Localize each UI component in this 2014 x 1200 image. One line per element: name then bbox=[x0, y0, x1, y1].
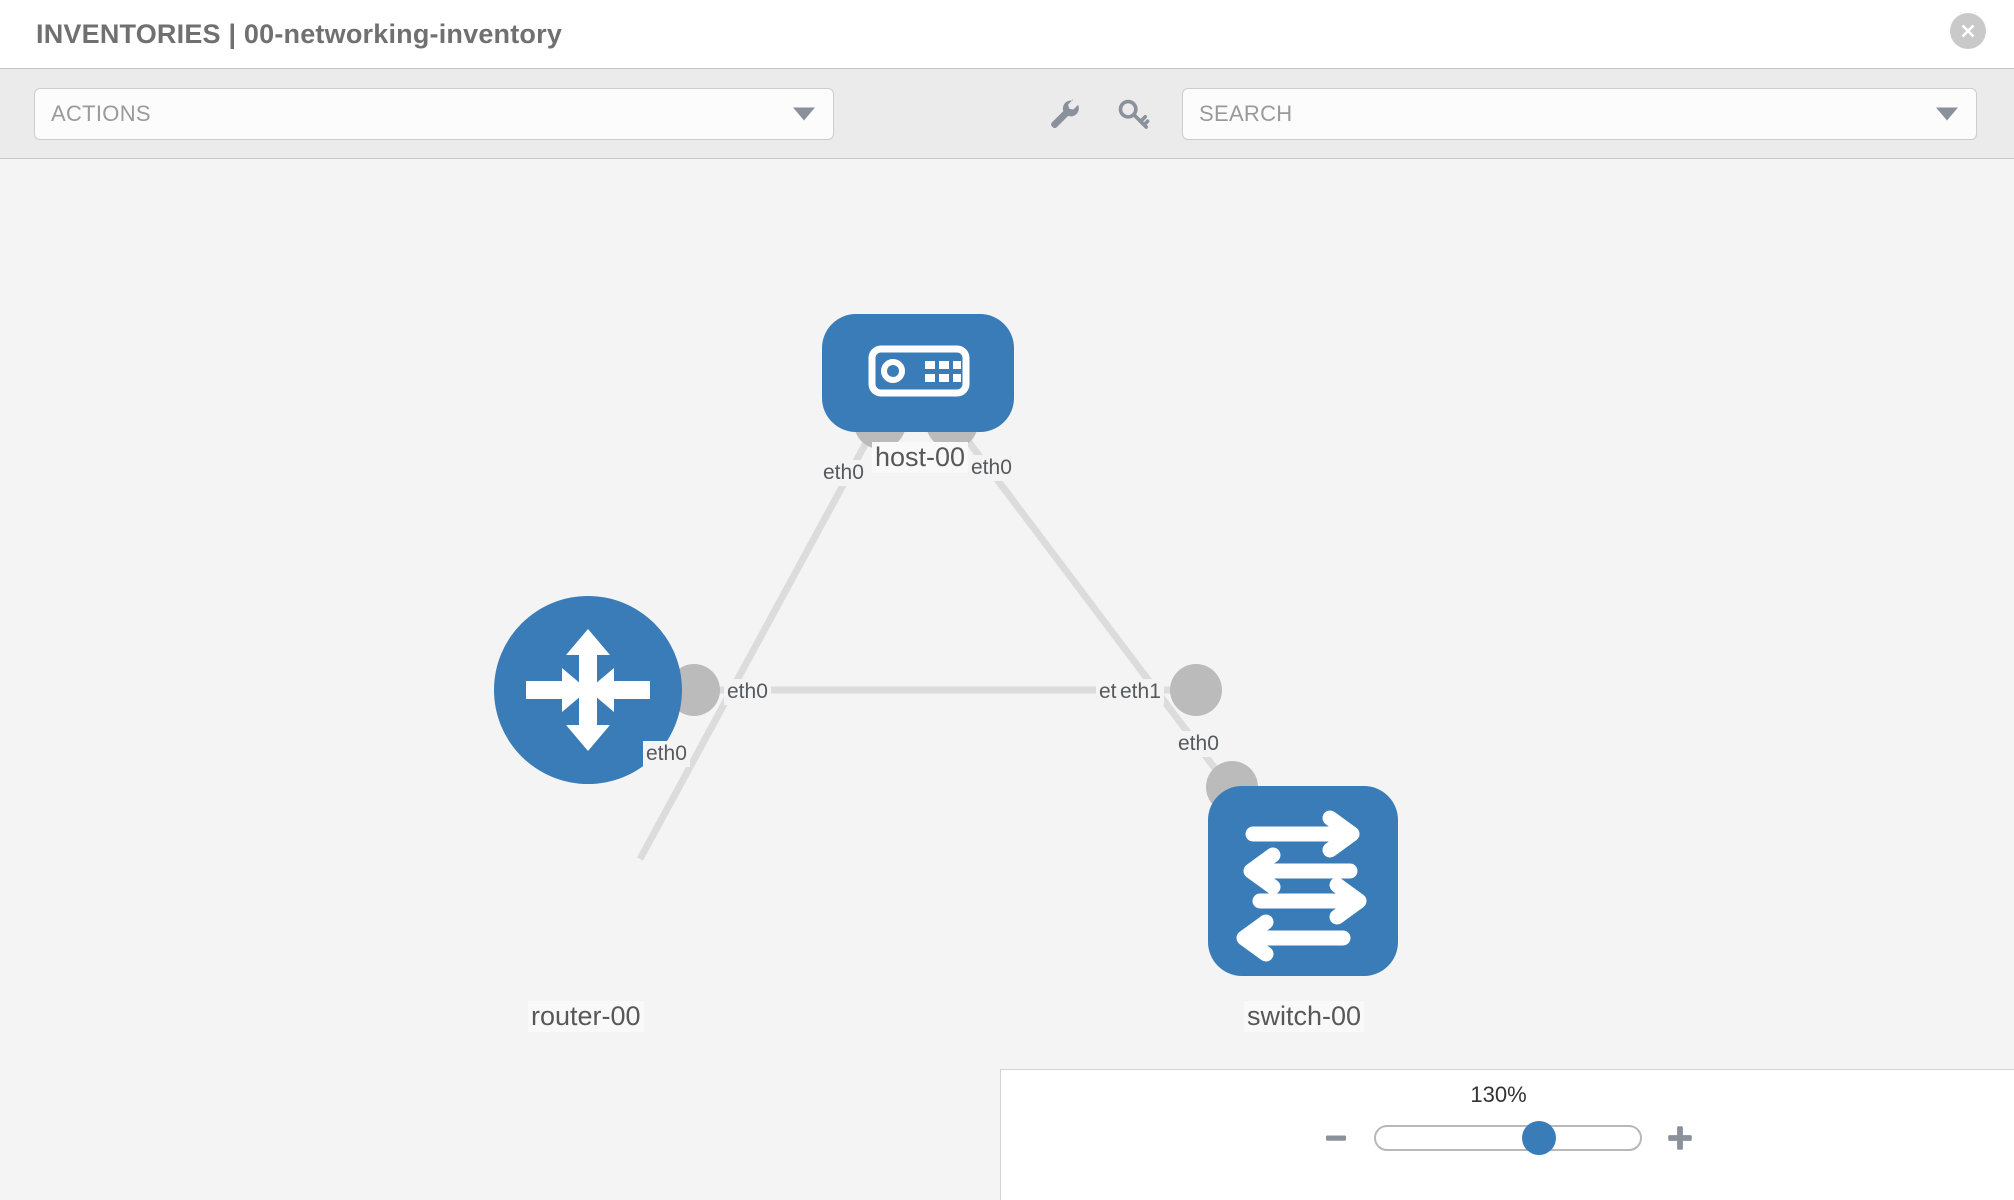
node-switch-00[interactable] bbox=[1208, 786, 1398, 976]
search-dropdown[interactable]: SEARCH bbox=[1182, 88, 1977, 140]
node-host-00[interactable] bbox=[822, 314, 1014, 432]
node-label-switch-00: switch-00 bbox=[1244, 1001, 1365, 1033]
edge-label-switch-up-eth0: eth0 bbox=[1175, 731, 1222, 758]
zoom-percent-label: 130% bbox=[1470, 1082, 1527, 1107]
chevron-down-icon bbox=[1936, 107, 1958, 121]
zoom-in-button[interactable] bbox=[1664, 1122, 1696, 1154]
edge-label-router-right-eth0: eth0 bbox=[724, 679, 771, 706]
zoom-slider-thumb[interactable] bbox=[1522, 1121, 1557, 1155]
topology-graph bbox=[494, 314, 1398, 976]
close-icon[interactable] bbox=[1950, 13, 1986, 49]
actions-dropdown[interactable]: ACTIONS bbox=[34, 88, 834, 140]
edge-label-host-right-eth0: eth0 bbox=[968, 455, 1015, 482]
node-router-00[interactable] bbox=[494, 596, 682, 784]
edge-host-router bbox=[636, 415, 884, 861]
edge-label-host-left-eth0: eth0 bbox=[820, 460, 867, 487]
page-header: INVENTORIES | 00-networking-inventory bbox=[0, 0, 2014, 68]
key-icon[interactable] bbox=[1108, 88, 1160, 140]
topology-canvas[interactable]: host-00 router-00 switch-00 eth0 eth0 et… bbox=[0, 159, 2014, 1200]
wrench-icon[interactable] bbox=[1038, 88, 1090, 140]
actions-dropdown-label: ACTIONS bbox=[51, 101, 151, 126]
node-label-router-00: router-00 bbox=[528, 1001, 644, 1033]
edge-label-switch-left-eth1: eth1 bbox=[1117, 679, 1164, 706]
zoom-slider[interactable] bbox=[1373, 1121, 1642, 1155]
chevron-down-icon bbox=[793, 107, 815, 121]
toolbar: ACTIONS SEARCH bbox=[0, 68, 2014, 159]
endpoint-switch-left bbox=[1170, 664, 1222, 716]
page-title: INVENTORIES | 00-networking-inventory bbox=[36, 18, 563, 49]
node-label-host-00: host-00 bbox=[872, 442, 969, 474]
zoom-out-button[interactable] bbox=[1320, 1122, 1352, 1154]
edge-label-router-up-eth0: eth0 bbox=[643, 741, 690, 768]
search-input[interactable]: SEARCH bbox=[1199, 101, 1293, 126]
zoom-control-panel: 130% bbox=[1000, 1069, 2014, 1200]
